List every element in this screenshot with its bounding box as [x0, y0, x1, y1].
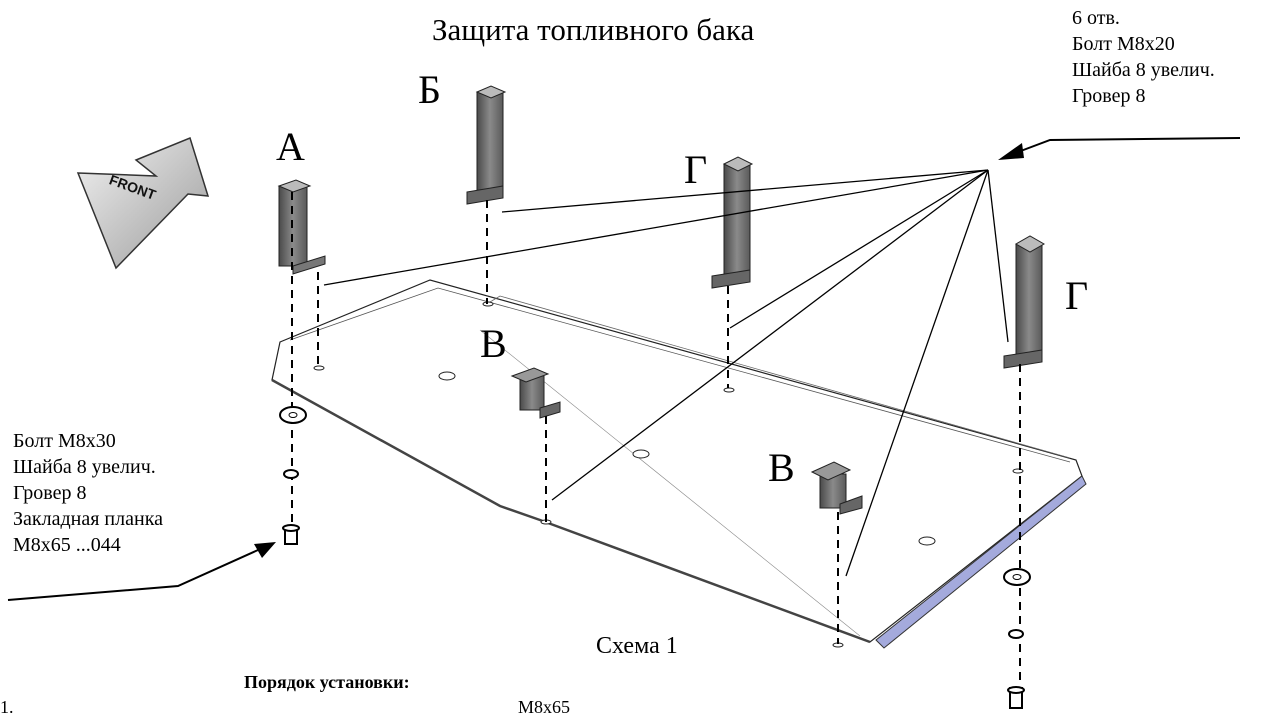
callout-line: 6 отв. [1072, 7, 1120, 29]
label-v-1: В [480, 321, 507, 366]
step-fragment: М8х65 [518, 698, 571, 713]
callout-line: Шайба 8 увелич. [13, 456, 156, 478]
fasteners-left [279, 406, 307, 545]
diagram-title: Защита топливного бака [432, 12, 755, 47]
pointer-arrow-left [7, 542, 276, 601]
bracket-v1 [510, 367, 561, 419]
scheme-label: Схема 1 [596, 633, 678, 659]
bracket-a [277, 179, 326, 275]
callout-line: М8х65 ...044 [13, 534, 121, 556]
step-number: 1. [0, 698, 14, 713]
callout-left: Болт М8х30 Шайба 8 увелич. Гровер 8 Закл… [13, 428, 163, 558]
callout-line: Шайба 8 увелич. [1072, 59, 1215, 81]
bracket-b [466, 85, 507, 205]
bracket-v2 [810, 461, 863, 515]
fasteners-right [1003, 568, 1031, 709]
label-g-2: Г [1065, 273, 1089, 318]
label-b: Б [418, 67, 441, 112]
callout-top-right: 6 отв. Болт М8х20 Шайба 8 увелич. Гровер… [1072, 5, 1215, 109]
label-a: А [276, 124, 305, 169]
callout-line: Болт М8х30 [13, 430, 116, 452]
front-arrow: FRONT [76, 136, 210, 270]
label-v-2: В [768, 445, 795, 490]
installation-title: Порядок установки: [244, 672, 410, 692]
leader-lines [323, 169, 1009, 577]
installation-step-1: 1. М8х65 [0, 698, 570, 713]
bracket-g1 [711, 156, 754, 289]
skid-plate [271, 279, 1087, 649]
callout-line: Закладная планка [13, 508, 163, 530]
label-g-1: Г [684, 147, 708, 192]
bracket-g2 [1003, 235, 1046, 369]
callout-line: Гровер 8 [13, 482, 87, 504]
callout-line: Болт М8х20 [1072, 33, 1175, 55]
callout-line: Гровер 8 [1072, 85, 1146, 107]
pointer-arrow-top [998, 137, 1241, 160]
